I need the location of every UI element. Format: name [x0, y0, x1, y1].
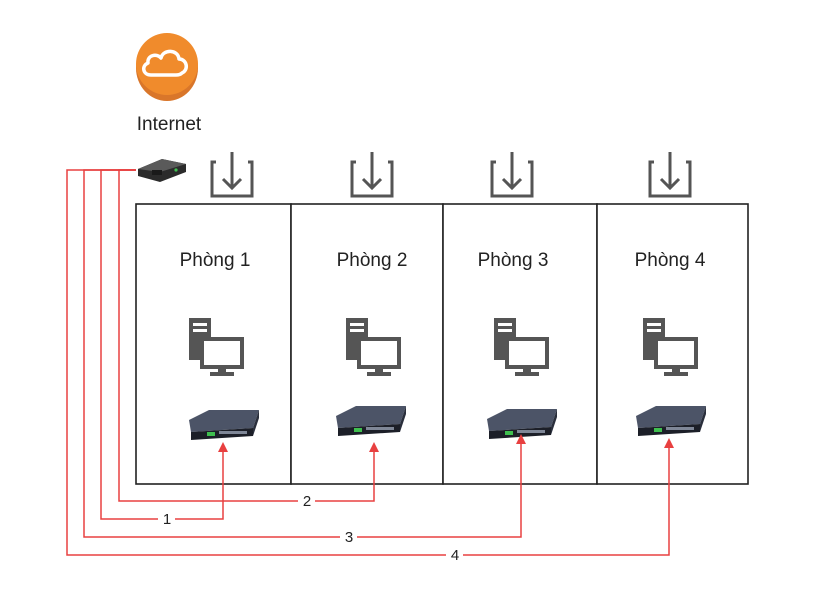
- link-label: 4: [451, 547, 459, 564]
- room-label: Phòng 2: [337, 250, 408, 271]
- download-icon: [490, 150, 534, 198]
- download-icon: [210, 150, 254, 198]
- room-label: Phòng 1: [180, 250, 251, 271]
- internet-label: Internet: [137, 114, 202, 135]
- room-label: Phòng 3: [478, 250, 549, 271]
- link-label: 2: [303, 493, 311, 510]
- router-icon: [138, 159, 186, 182]
- download-icon: [350, 150, 394, 198]
- link-label: 3: [345, 529, 353, 546]
- download-icon: [648, 150, 692, 198]
- link-label: 1: [163, 511, 171, 528]
- room-label: Phòng 4: [635, 250, 706, 271]
- cloud-icon: [136, 33, 198, 101]
- link-line-4: [66, 169, 674, 556]
